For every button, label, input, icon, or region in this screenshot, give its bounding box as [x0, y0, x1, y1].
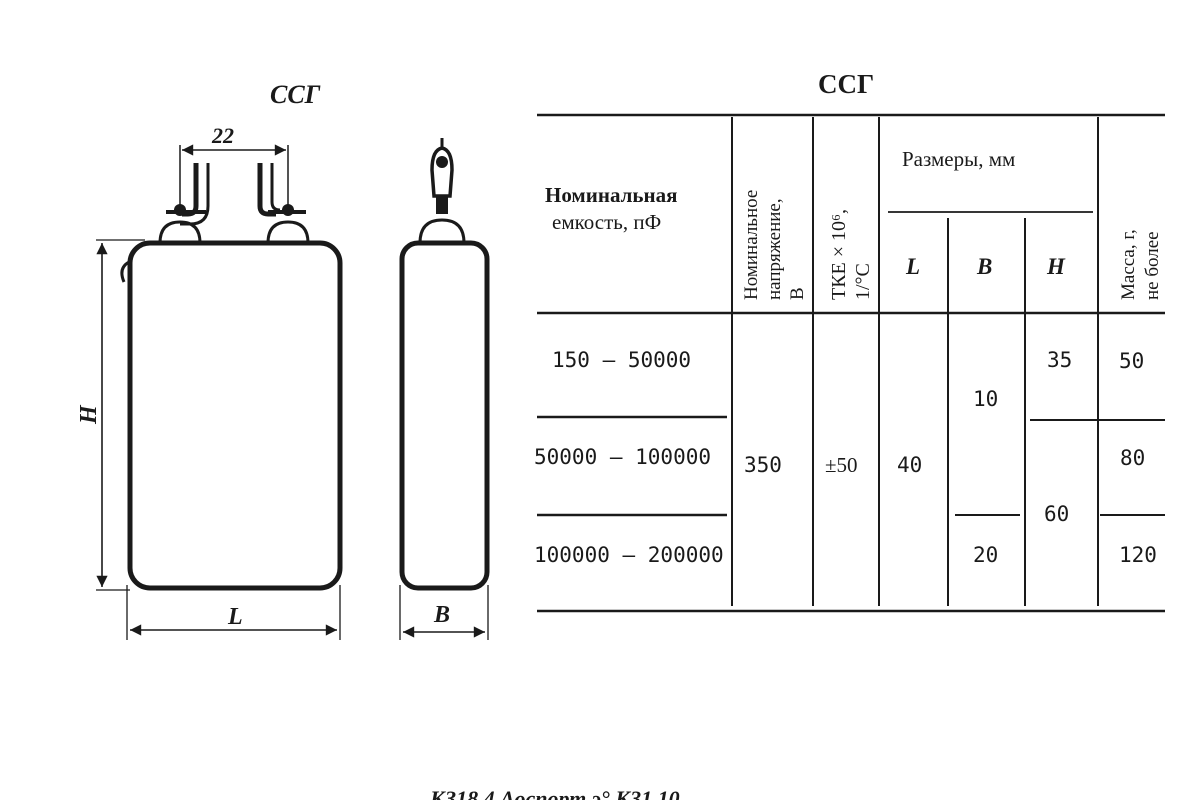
- header-capacitance-line1: Номинальная: [545, 183, 677, 207]
- row2-capacitance: 50000 — 100000: [534, 445, 711, 469]
- terminal-left: [158, 163, 210, 244]
- row1-capacitance: 150 — 50000: [552, 348, 691, 372]
- header-dim-B: B: [976, 254, 992, 279]
- merged-L: 40: [897, 453, 922, 477]
- row3-capacitance: 100000 — 200000: [534, 543, 724, 567]
- spec-table: ССГ Номинальная емкость, пФ Номинальное …: [534, 69, 1165, 613]
- merged-voltage: 350: [744, 453, 782, 477]
- header-dimensions: Размеры, мм: [902, 147, 1015, 171]
- terminal-right: [257, 163, 310, 244]
- header-dim-L: L: [905, 254, 920, 279]
- row1-mass: 50: [1119, 349, 1144, 373]
- header-capacitance-line2: емкость, пФ: [552, 210, 661, 234]
- merged-H-lower: 60: [1044, 502, 1069, 526]
- row1-H: 35: [1047, 348, 1072, 372]
- merged-B-upper: 10: [973, 387, 998, 411]
- merged-B-lower: 20: [973, 543, 998, 567]
- capacitor-body-side: [399, 240, 490, 591]
- body-tab: [120, 260, 130, 283]
- table-title: ССГ: [818, 69, 874, 99]
- header-tke-line2: 1/°C: [852, 263, 874, 300]
- terminal-side: [418, 138, 466, 244]
- header-mass-line2: не более: [1142, 231, 1163, 300]
- row3-mass: 120: [1119, 543, 1157, 567]
- b-dimension-label: B: [433, 602, 450, 628]
- row2-mass: 80: [1120, 446, 1145, 470]
- capacitor-body-front: [127, 240, 343, 591]
- header-voltage-line1: Номинальное: [741, 190, 762, 300]
- header-voltage-line2: напряжение,: [764, 198, 785, 300]
- header-voltage-line3: В: [787, 287, 808, 300]
- merged-tke: ±50: [825, 453, 858, 477]
- header-tke-line1: ТКЕ × 10⁶,: [828, 209, 850, 300]
- footer-caption: КЗ18 4 Аоспорт э° К31 10: [429, 786, 680, 800]
- h-dimension-label: H: [76, 404, 102, 425]
- header-mass-line1: Масса, г,: [1118, 229, 1139, 300]
- drawing-label: ССГ: [270, 80, 321, 109]
- capacitor-drawing: ССГ 22 H: [76, 80, 490, 640]
- l-dimension-label: L: [227, 604, 243, 630]
- header-dim-H: H: [1046, 254, 1066, 279]
- pin-spacing-value: 22: [211, 123, 234, 148]
